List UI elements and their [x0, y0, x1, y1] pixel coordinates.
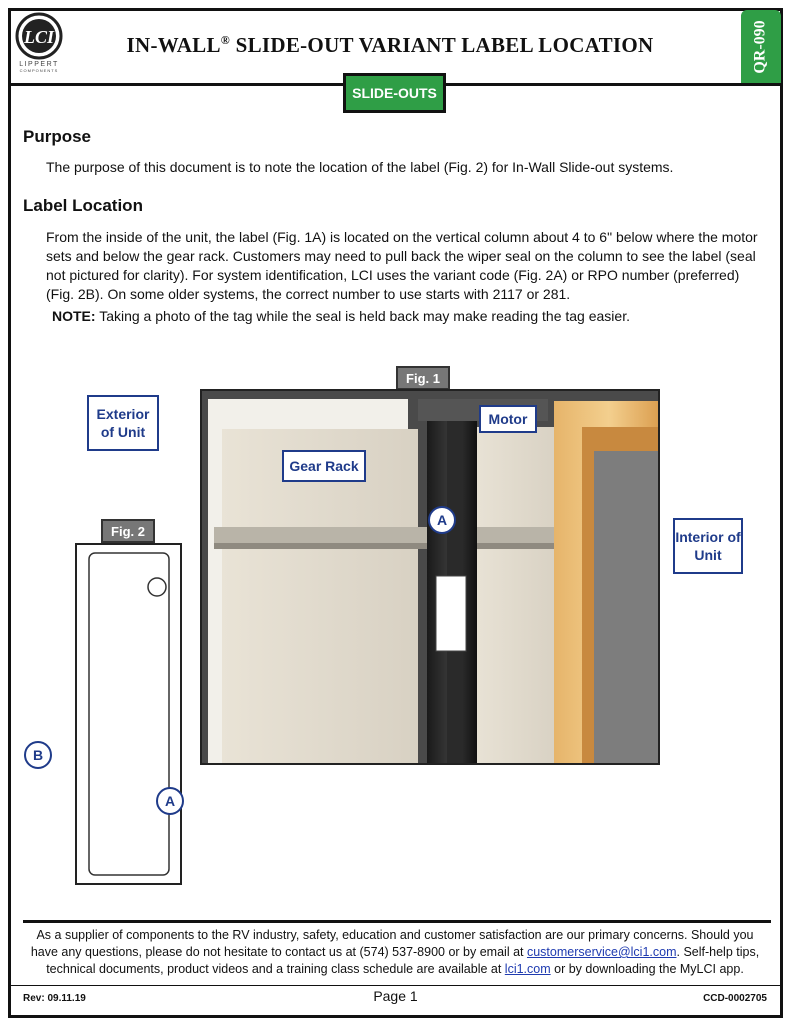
svg-text:COMPONENTS: COMPONENTS [20, 68, 59, 72]
title-rest: SLIDE-OUT VARIANT LABEL LOCATION [230, 33, 654, 57]
page-title: IN-WALL® SLIDE-OUT VARIANT LABEL LOCATIO… [70, 33, 710, 58]
lci-logo: LCI LIPPERT COMPONENTS [15, 12, 63, 72]
fig2-tag: Fig. 2 [101, 519, 155, 543]
doc-code-tab: QR-090 [741, 10, 781, 83]
label-location-text: From the inside of the unit, the label (… [46, 229, 758, 302]
note-label: NOTE: [52, 308, 96, 324]
fig1-tag: Fig. 1 [396, 366, 450, 390]
callout-motor: Motor [479, 405, 537, 433]
fig2-callout-a: A [156, 787, 184, 815]
page-number: Page 1 [373, 988, 418, 1004]
website-link[interactable]: lci1.com [504, 962, 551, 976]
title-main: IN-WALL [126, 33, 221, 57]
footer-text-2: . Self-help tips, technical documents, p… [46, 945, 760, 976]
label-location-heading: Label Location [23, 196, 143, 215]
category-badge: SLIDE-OUTS [343, 73, 446, 113]
svg-text:LCI: LCI [23, 27, 55, 47]
fig2-illustration [88, 552, 170, 876]
fig2-callout-b: B [24, 741, 52, 769]
note: NOTE: Taking a photo of the tag while th… [52, 308, 630, 324]
purpose-text: The purpose of this document is to note … [46, 159, 674, 175]
footer-text-3: or by downloading the MyLCI app. [550, 962, 744, 976]
footer-text-1: As a supplier of components to the RV in… [30, 928, 754, 959]
callout-exterior-of-unit: Exterior of Unit [87, 395, 159, 451]
footer-bottom-divider [11, 985, 780, 986]
email-link[interactable]: customerservice@lci1.com [526, 945, 677, 959]
svg-text:LIPPERT: LIPPERT [19, 61, 59, 68]
callout-gear-rack: Gear Rack [282, 450, 366, 482]
doc-code: QR-090 [752, 19, 770, 74]
title-registered-mark: ® [220, 33, 231, 47]
purpose-heading: Purpose [23, 127, 92, 146]
note-text: Taking a photo of the tag while the seal… [95, 308, 630, 324]
footer-text: As a supplier of components to the RV in… [30, 927, 760, 978]
revision-date: Rev: 09.11.19 [23, 993, 86, 1004]
document-id: CCD-0002705 [703, 993, 767, 1004]
fig1-illustration [202, 391, 658, 763]
page-frame [8, 8, 783, 1018]
callout-interior-of-unit: Interior of Unit [673, 518, 743, 574]
fig2-label-image [75, 543, 182, 885]
fig1-callout-a: A [428, 506, 456, 534]
footer-divider [23, 920, 771, 923]
fig1-photo [200, 389, 660, 765]
